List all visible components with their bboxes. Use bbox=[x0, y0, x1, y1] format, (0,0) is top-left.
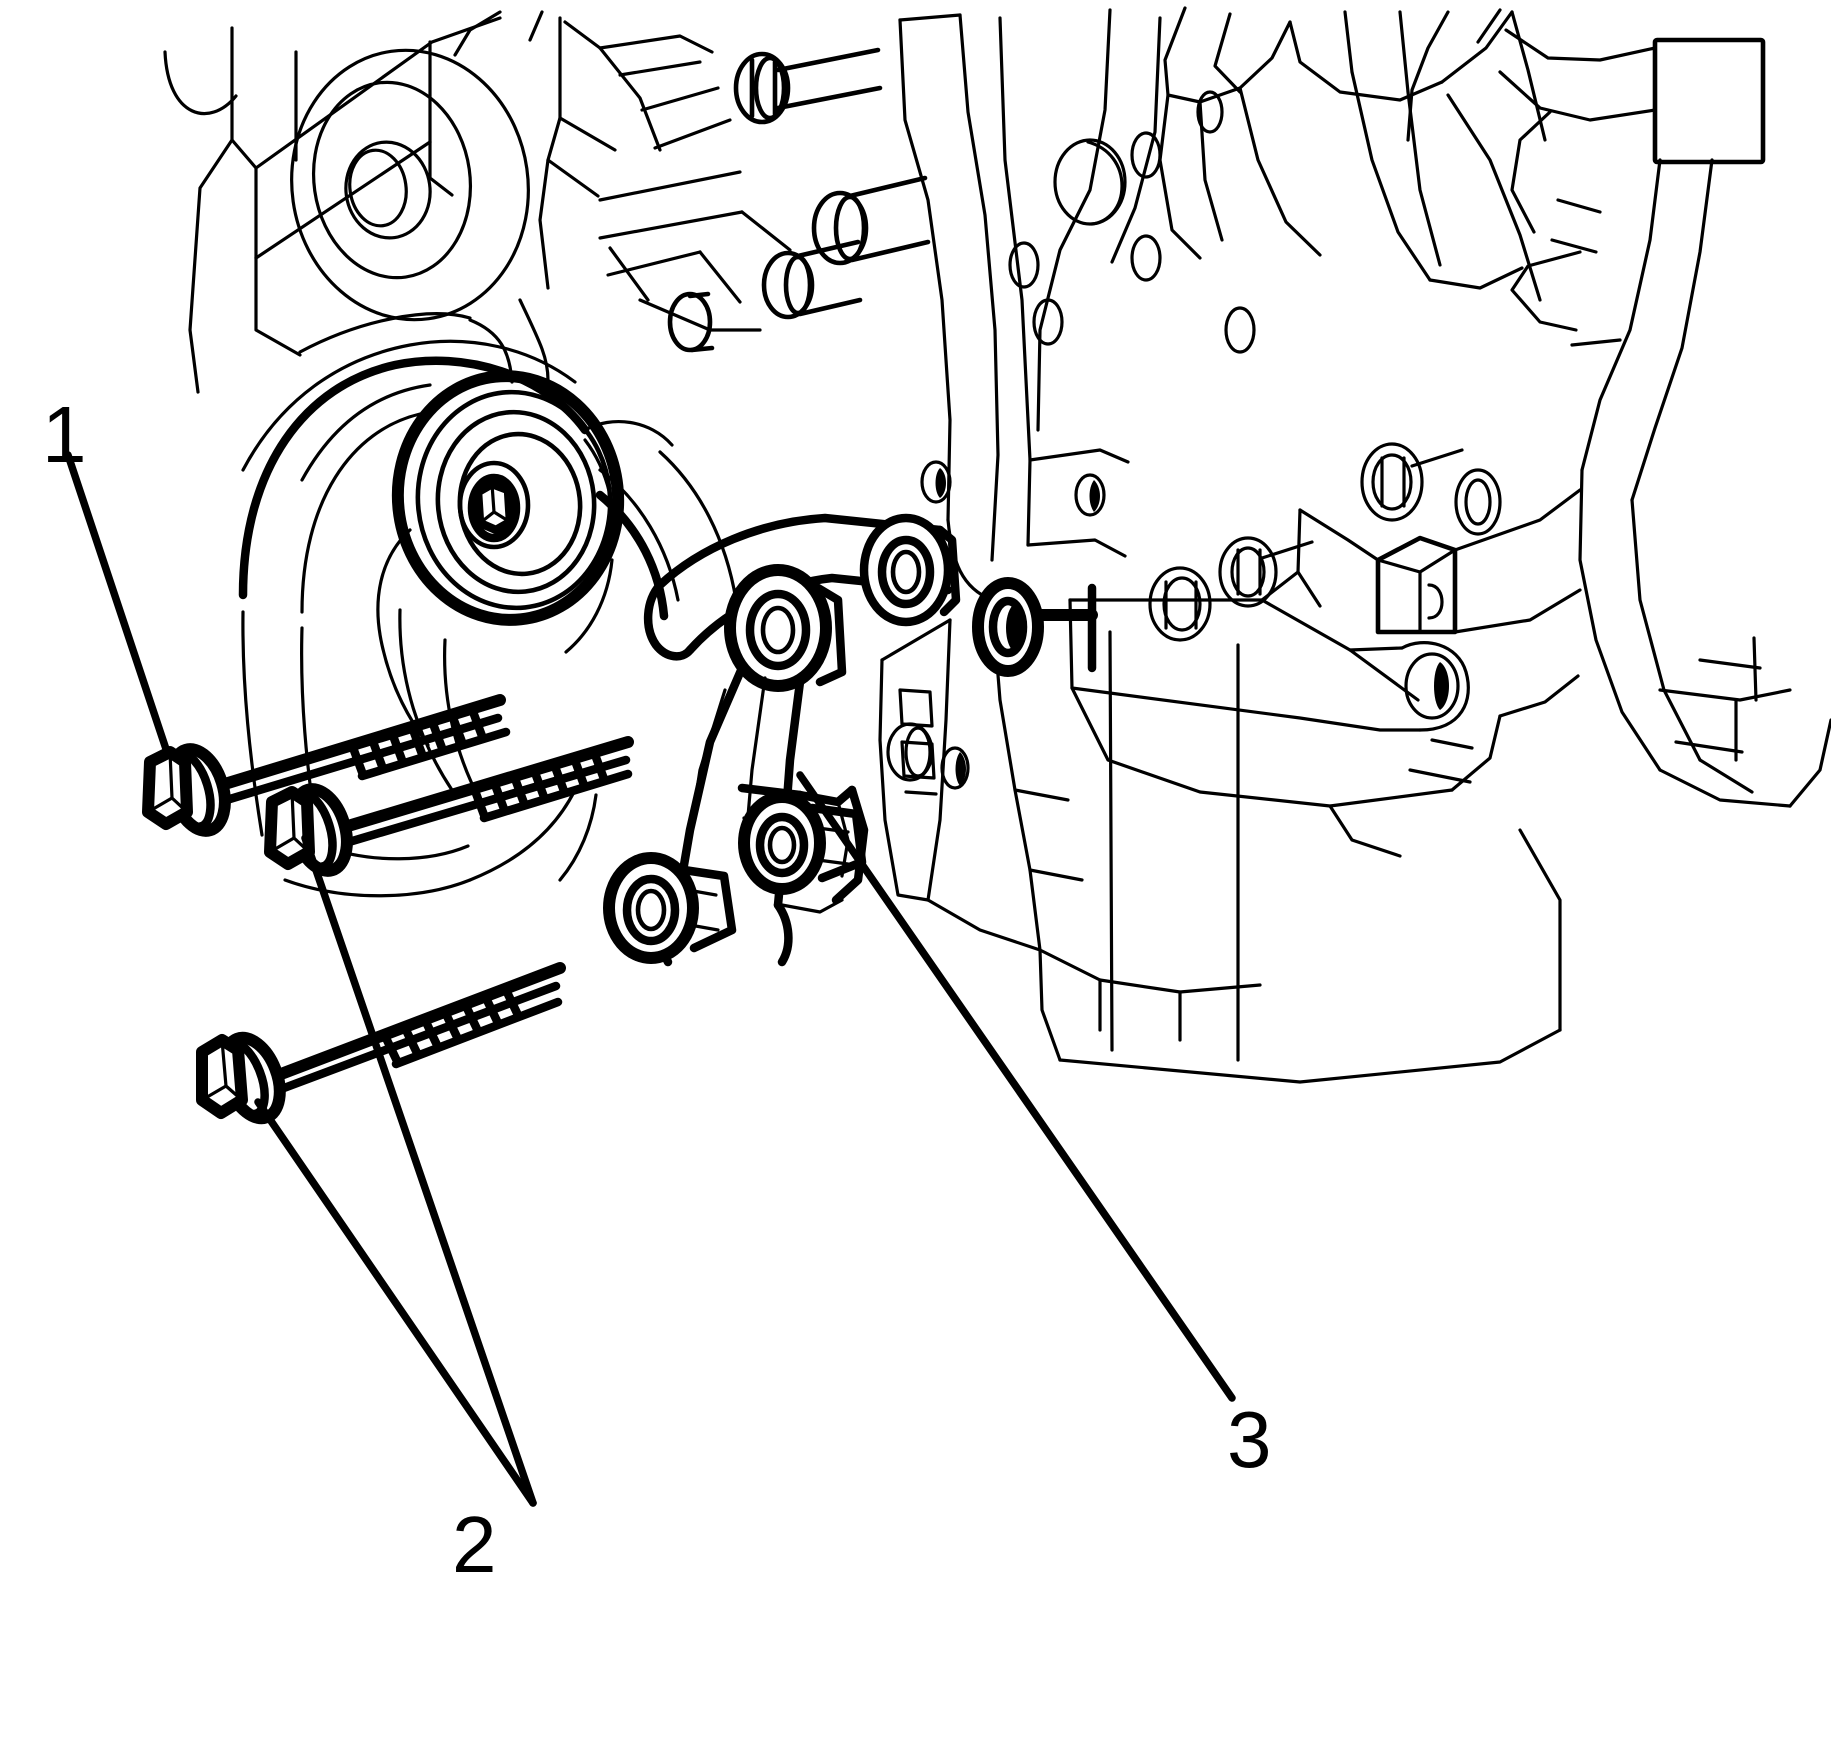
large-bore-boss bbox=[972, 577, 1098, 677]
mid-hole-c bbox=[1074, 473, 1106, 517]
leader-2b bbox=[254, 1098, 537, 1507]
idler-center-hex-nut bbox=[473, 479, 515, 535]
mid-hole-b bbox=[920, 460, 952, 504]
upper-bolt-boss-a bbox=[733, 47, 883, 125]
upper-bolt-boss-c bbox=[761, 239, 863, 320]
idler-pulley bbox=[391, 370, 625, 654]
right-bolt-c bbox=[1218, 536, 1314, 608]
leader-1 bbox=[64, 451, 172, 759]
callout-leaders bbox=[64, 451, 1236, 1507]
upper-bolt-hole-d bbox=[667, 291, 715, 353]
bolt-1-threads bbox=[343, 697, 511, 781]
upper-bolt-boss-b bbox=[811, 175, 931, 266]
callout-label-1: 1 bbox=[42, 390, 87, 479]
bracket-eye-upper-right bbox=[859, 513, 961, 627]
leader-3 bbox=[796, 771, 1236, 1402]
bracket-eye-lower-left bbox=[603, 852, 737, 964]
callout-label-2: 2 bbox=[452, 1500, 497, 1589]
bracket-eye-pulley bbox=[724, 564, 847, 692]
engine-block-casting bbox=[163, 6, 1831, 1084]
leader-2a bbox=[301, 834, 537, 1507]
right-bolt-b bbox=[1454, 468, 1502, 536]
bolt-2-threads bbox=[465, 739, 633, 823]
callout-label-3: 3 bbox=[1227, 1395, 1272, 1484]
tensioner-bracket bbox=[603, 513, 961, 967]
bracket-eye-lower-right bbox=[738, 791, 867, 895]
mid-lower-bolt bbox=[886, 722, 934, 782]
bolt-1 bbox=[142, 694, 511, 837]
bolt-3-threads bbox=[375, 967, 563, 1069]
rect-boss bbox=[1375, 535, 1458, 635]
right-bolt-a bbox=[1360, 442, 1464, 522]
mid-lower-hole bbox=[940, 746, 970, 790]
right-bolt-d bbox=[1148, 566, 1212, 642]
